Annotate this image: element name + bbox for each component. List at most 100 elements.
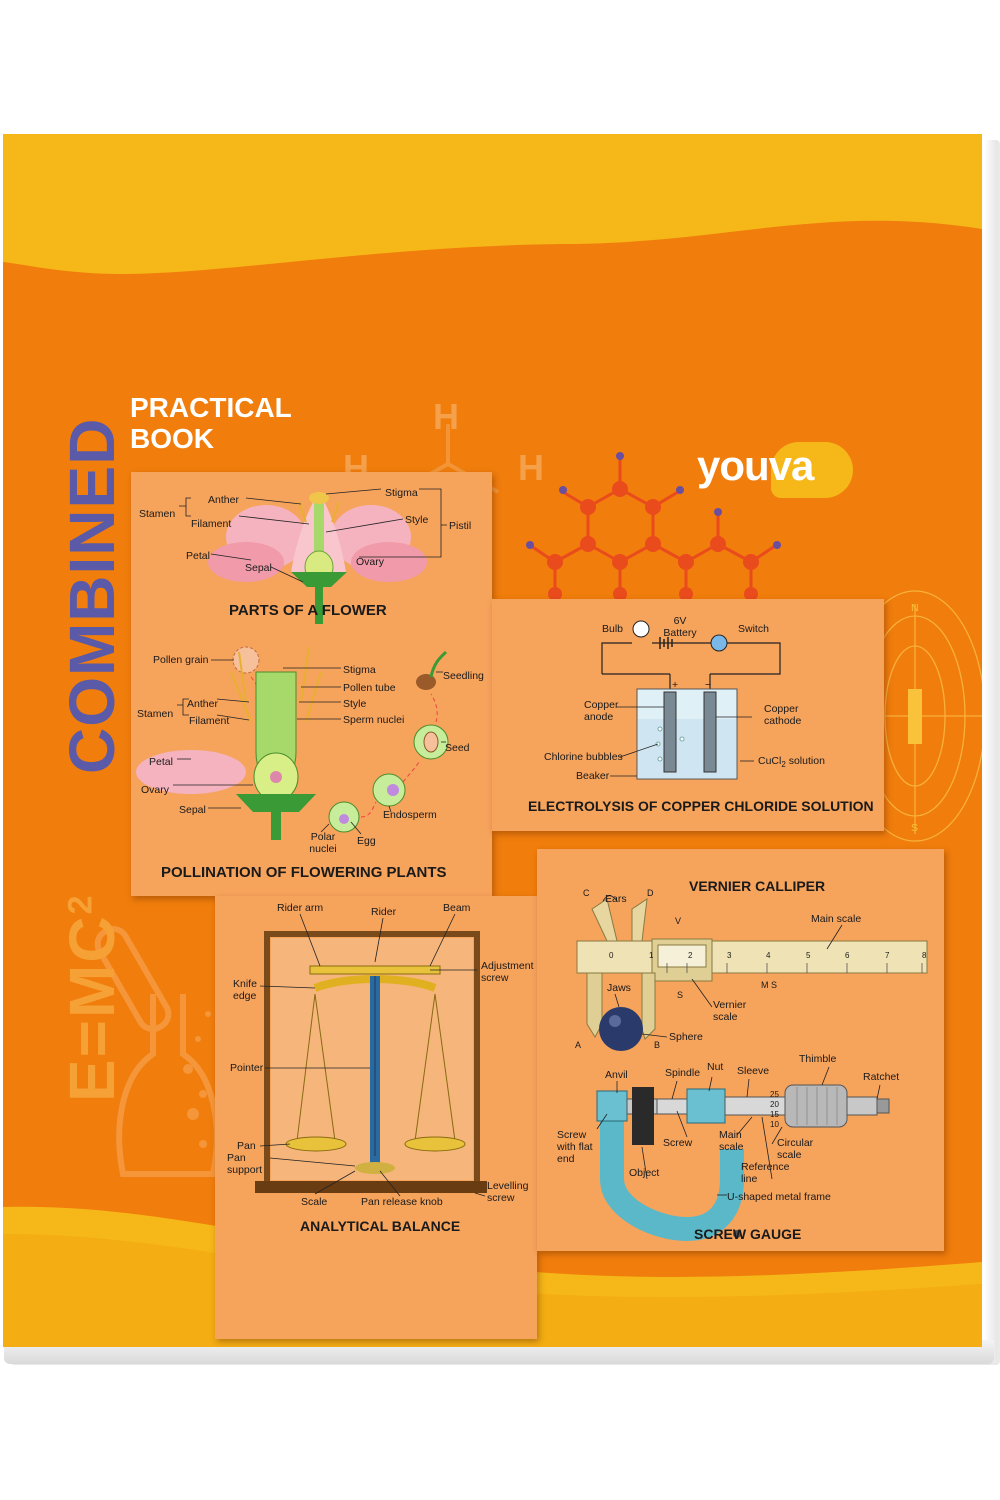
thimble-num-25: 25	[770, 1090, 779, 1099]
label-bulb: Bulb	[602, 623, 624, 635]
balance-title: ANALYTICAL BALANCE	[300, 1218, 461, 1234]
label-scale: Scale	[301, 1196, 328, 1208]
emc-formula: E=MC2	[55, 893, 129, 1102]
label-pistil: Pistil	[449, 520, 472, 532]
label-poll-filament: Filament	[189, 715, 230, 727]
magnet-north-label: N	[911, 602, 919, 614]
practical-label: PRACTICAL	[130, 392, 292, 423]
bubbles	[183, 1011, 211, 1148]
logo-text: youva	[697, 442, 814, 489]
label-beam: Beam	[443, 902, 471, 914]
hydrogen-label-right: H	[518, 447, 544, 488]
label-adjustment-screw: Adjustment screw	[481, 960, 534, 984]
label-copper-cathode: Copper cathode	[764, 703, 802, 727]
label-point-b: B	[654, 1040, 661, 1050]
label-knife-edge: Knife edge	[233, 978, 257, 1002]
bar-magnet	[908, 689, 922, 744]
label-sperm-nuclei: Sperm nuclei	[343, 714, 405, 726]
label-poll-anther: Anther	[187, 698, 218, 710]
screw-gauge-title: SCREW GAUGE	[694, 1226, 802, 1242]
label-petal: Petal	[186, 550, 210, 562]
label-reference-line: Reference line	[741, 1161, 790, 1185]
label-minus-sign: −	[705, 679, 712, 691]
hydrogen-label-top: H	[433, 396, 459, 437]
label-filament: Filament	[191, 518, 232, 530]
scale-num-7: 7	[885, 951, 890, 960]
top-wave	[3, 134, 982, 274]
label-chlorine-bubbles: Chlorine bubbles	[544, 751, 623, 763]
label-poll-sepal: Sepal	[179, 804, 206, 816]
scale-num-2: 2	[688, 951, 693, 960]
electrolysis-illustration	[601, 620, 781, 780]
thimble-num-10: 10	[770, 1120, 779, 1129]
thimble-num-15: 15	[770, 1110, 779, 1119]
label-rider: Rider	[371, 906, 397, 918]
label-egg: Egg	[357, 835, 376, 847]
label-copper-anode: Copper anode	[584, 699, 619, 723]
label-stamen: Stamen	[139, 508, 176, 520]
label-sphere: Sphere	[669, 1031, 703, 1043]
label-point-a: A	[575, 1040, 582, 1050]
cucl-text: CuCl	[758, 755, 782, 767]
electrolysis-card: Bulb 6V Battery Switch + − Copper anode …	[492, 599, 884, 831]
solution-text: solution	[785, 755, 825, 767]
label-anther: Anther	[208, 494, 239, 506]
label-cucl2-solution: CuCl2 solution	[758, 755, 825, 771]
electrolysis-title: ELECTROLYSIS OF COPPER CHLORIDE SOLUTION	[528, 798, 874, 814]
label-point-v: V	[675, 916, 682, 926]
label-poll-stigma: Stigma	[343, 664, 376, 676]
label-screw: Screw	[663, 1137, 693, 1149]
label-switch: Switch	[738, 623, 769, 635]
label-point-d: D	[647, 888, 654, 898]
label-beaker: Beaker	[576, 770, 610, 782]
label-battery: 6V Battery	[663, 615, 697, 639]
flower-title: PARTS OF A FLOWER	[229, 602, 387, 619]
label-pollen-grain: Pollen grain	[153, 654, 209, 666]
book-label: BOOK	[130, 423, 214, 454]
label-rider-arm: Rider arm	[277, 902, 324, 914]
label-pointer: Pointer	[230, 1062, 264, 1074]
label-seedling: Seedling	[443, 670, 484, 682]
logo-blob	[771, 442, 853, 498]
combined-title: COMBINED	[56, 417, 128, 774]
label-ratchet: Ratchet	[863, 1071, 900, 1083]
label-pollen-tube: Pollen tube	[343, 682, 396, 694]
thimble-num-20: 20	[770, 1100, 779, 1109]
label-object: Object	[629, 1167, 660, 1179]
label-sleeve: Sleeve	[737, 1065, 770, 1077]
vernier-illustration	[576, 895, 928, 1242]
emc-text: E=MC	[56, 914, 128, 1102]
book-cover: H H H COMBINED E=MC2 PRACTICAL BOOK youv…	[3, 134, 982, 1347]
pollination-title: POLLINATION OF FLOWERING PLANTS	[161, 864, 447, 881]
scale-num-4: 4	[766, 951, 771, 960]
label-pan: Pan	[237, 1140, 256, 1152]
balance-card: Rider arm Rider Beam Adjustment screw Kn…	[215, 896, 537, 1339]
flower-illustration	[136, 488, 449, 840]
label-screw-flat-end: Screw with flat end	[557, 1129, 593, 1165]
emc-superscript: 2	[61, 893, 100, 915]
label-plus-sign: +	[672, 679, 679, 691]
brand-logo: youva	[693, 438, 858, 498]
label-sepal: Sepal	[245, 562, 272, 574]
magnet-south-label: S	[911, 822, 919, 834]
label-pan-support: Pan support	[227, 1152, 263, 1176]
label-poll-ovary: Ovary	[141, 784, 170, 796]
scale-num-1: 1	[649, 951, 654, 960]
label-style: Style	[405, 514, 429, 526]
practical-book-title: PRACTICAL BOOK	[130, 392, 292, 454]
scale-num-3: 3	[727, 951, 732, 960]
scale-num-0: 0	[609, 951, 614, 960]
label-poll-petal: Petal	[149, 756, 173, 768]
label-thimble: Thimble	[799, 1053, 837, 1065]
scale-num-5: 5	[806, 951, 811, 960]
label-ms: M S	[761, 980, 778, 990]
label-endosperm: Endosperm	[383, 809, 437, 821]
label-poll-style: Style	[343, 698, 367, 710]
label-jaws: Jaws	[607, 982, 631, 994]
label-spindle: Spindle	[665, 1067, 701, 1079]
instruments-card: VERNIER CALLIPER Ears Main scale Jaws Ve…	[537, 849, 944, 1251]
label-polar-nuclei: Polar nuclei	[309, 831, 337, 855]
label-nut: Nut	[707, 1061, 724, 1073]
label-ears: Ears	[605, 893, 627, 905]
label-anvil: Anvil	[605, 1069, 628, 1081]
